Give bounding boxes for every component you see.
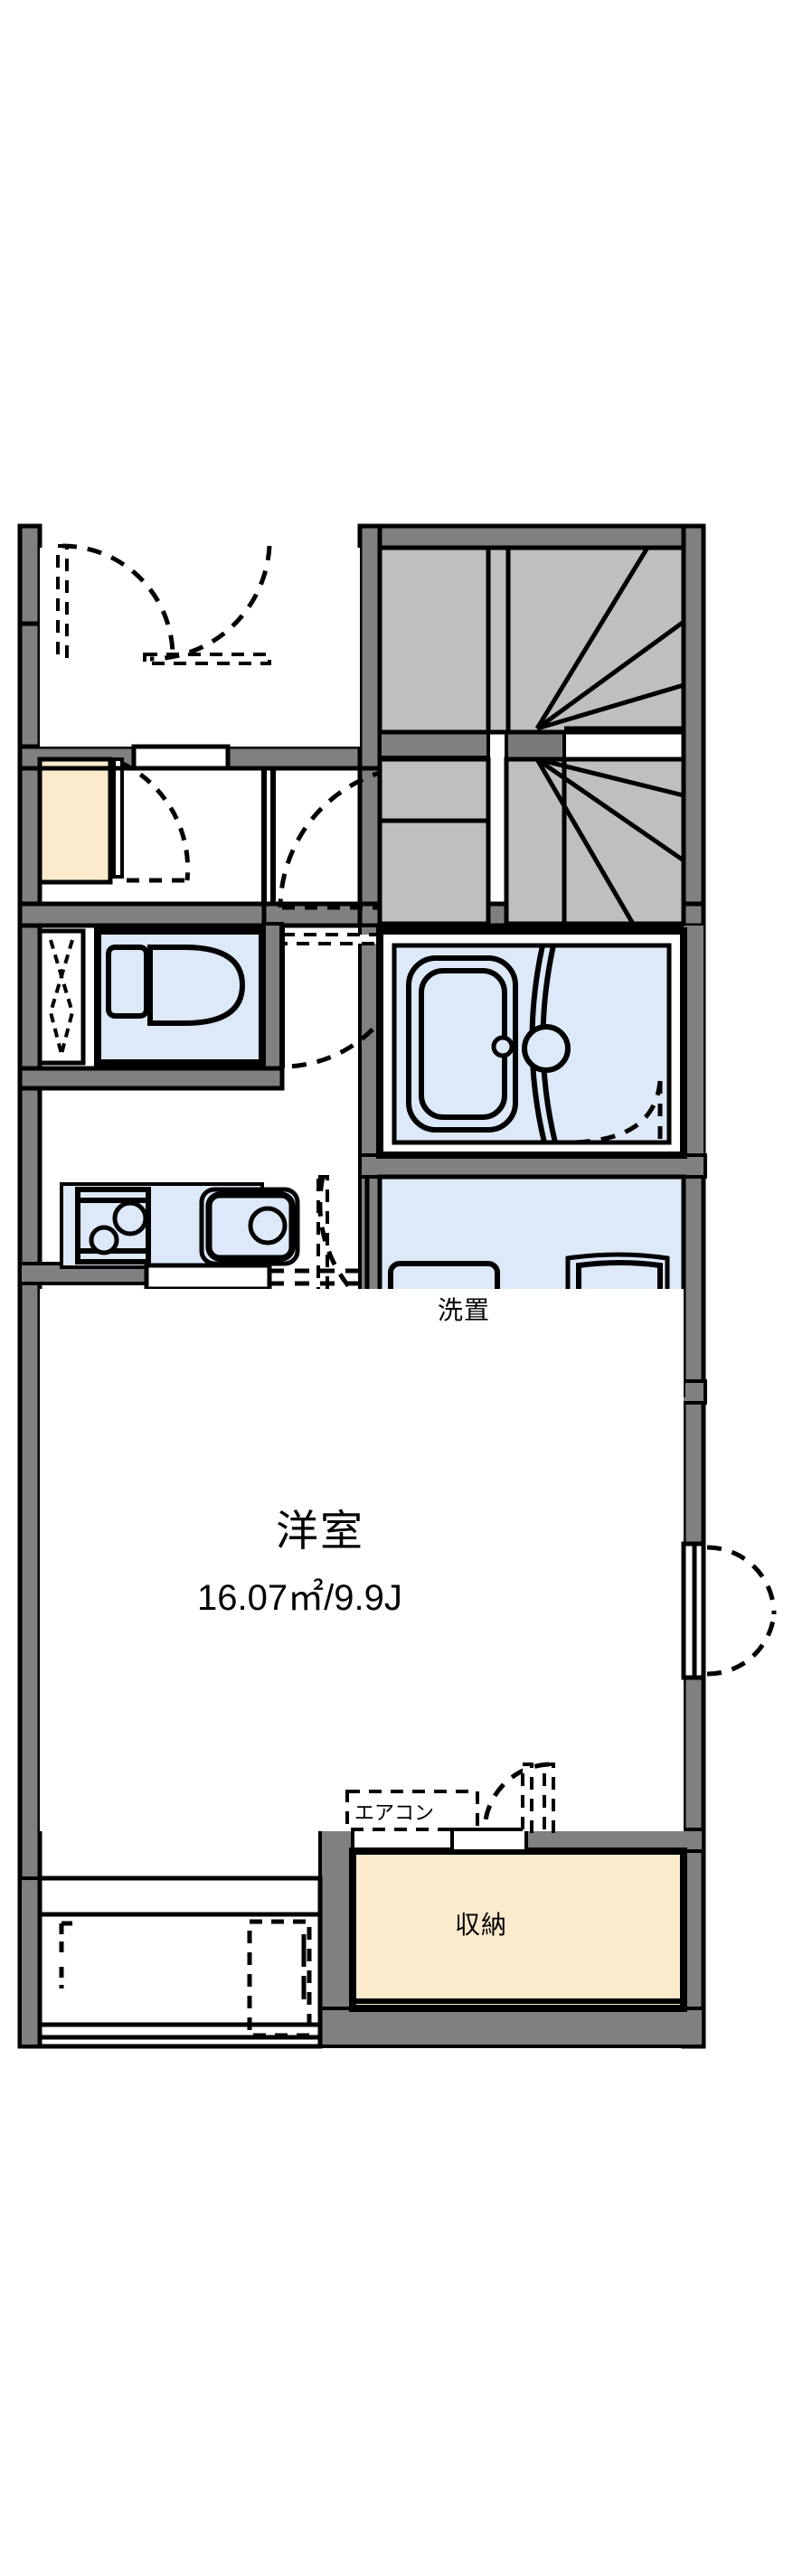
closet-label: 収納: [455, 1911, 508, 1939]
air-conditioner-label: エアコン: [354, 1801, 435, 1824]
entrance-area: [37, 543, 524, 911]
stairs-winder-lower: [562, 757, 686, 926]
kitchen-sink-drain: [248, 1206, 288, 1246]
wall-closet-bottom: [318, 2007, 705, 2048]
entrance-inner-door[interactable]: [143, 545, 272, 665]
shoe-cabinet-door[interactable]: [112, 757, 191, 883]
stairs-tread-block-ll2: [377, 818, 491, 926]
stairs-landing: [486, 545, 511, 735]
kitchen-stove: [75, 1187, 151, 1264]
wall-bath-right: [684, 926, 703, 1175]
stove-burner-2: [89, 1225, 119, 1255]
kitchen-area: [60, 1182, 367, 1292]
shoe-cabinet: [37, 757, 113, 885]
kitchen-front-edge: [144, 1263, 272, 1292]
main-room-door[interactable]: [482, 1762, 555, 1833]
main-room: [40, 1289, 777, 1833]
main-room-area-label: 16.07㎡/9.9J: [197, 1578, 402, 1618]
wall-top-stairs: [377, 523, 706, 550]
wall-stairs-left: [357, 523, 382, 771]
wall-bottom-left-jamb: [18, 1876, 42, 2048]
side-entry-door[interactable]: [681, 1541, 777, 1680]
closet: [349, 1763, 687, 2012]
air-conditioner-box: [345, 1790, 479, 1831]
toilet-room: [37, 924, 413, 1069]
page-title: 洋室: [276, 1507, 364, 1555]
closet-floor: [349, 1847, 687, 2012]
bathtub-drain: [491, 1035, 515, 1058]
toilet-window: [37, 928, 86, 1066]
wall-stairs-left-lower: [357, 766, 382, 926]
toilet-bowl: [106, 945, 246, 1026]
stairs-tread-block-ll: [377, 757, 491, 823]
closet-door[interactable]: [521, 1763, 533, 1833]
stairs-area: [377, 545, 686, 926]
balcony-window-frame: [37, 1876, 323, 2049]
stairs-tread-block-lc: [504, 757, 567, 926]
closet-door-opening: [450, 1828, 528, 1853]
bath-partition: [522, 945, 571, 1143]
kitchen-sink: [199, 1187, 300, 1266]
entrance-door[interactable]: [56, 543, 175, 658]
wall-hall-toilet-divider: [17, 901, 267, 928]
unit-bath: [376, 927, 687, 1159]
washer-area-label: 洗置: [438, 1296, 491, 1324]
bathtub: [406, 955, 518, 1133]
bath-floor-drain: [522, 1024, 571, 1073]
stove-burner-1: [112, 1200, 148, 1236]
wall-toilet-bottom: [17, 1066, 285, 1091]
balcony-window[interactable]: [37, 1876, 323, 2049]
wall-entrance-divider-right: [225, 744, 382, 771]
main-room-floor: [40, 1289, 684, 1831]
bath-door[interactable]: [560, 1080, 663, 1145]
wall-entrance-top-stub: [17, 523, 42, 626]
entrance-threshold: [131, 744, 231, 771]
wall-stairs-landing-bar: [378, 730, 490, 759]
